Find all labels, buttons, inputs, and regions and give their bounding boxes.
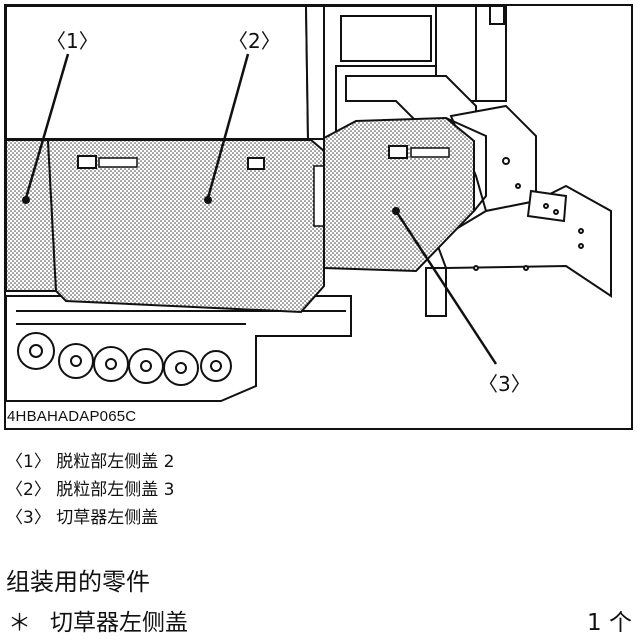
legend-number: 〈2〉	[6, 480, 51, 500]
cutter-mechanism	[425, 104, 612, 317]
asterisk-icon: ＊	[8, 610, 31, 636]
legend-item: 〈3〉 切草器左侧盖	[6, 504, 174, 532]
figure-code: 4HBAHADAP065C	[7, 408, 137, 425]
figure-frame: 〈1〉 〈2〉 〈3〉	[4, 4, 633, 430]
cover-2	[46, 139, 325, 314]
legend-text: 脱粒部左侧盖 2	[56, 452, 175, 472]
assembly-parts-title: 组装用的零件	[6, 568, 150, 596]
callout-1: 〈1〉	[46, 29, 99, 53]
part-name: 切草器左侧盖	[50, 610, 188, 636]
crawler-track	[6, 295, 352, 402]
legend-text: 脱粒部左侧盖 3	[56, 480, 175, 500]
legend-item: 〈1〉 脱粒部左侧盖 2	[6, 448, 174, 476]
cover-3	[323, 116, 487, 273]
legend-text: 切草器左侧盖	[56, 508, 159, 528]
legend-number: 〈1〉	[6, 452, 51, 472]
legend-item: 〈2〉 脱粒部左侧盖 3	[6, 476, 174, 504]
part-quantity: 1 个	[587, 610, 632, 636]
callout-2: 〈2〉	[228, 29, 281, 53]
legend-number: 〈3〉	[6, 508, 51, 528]
leader-dots	[22, 196, 400, 215]
callout-3: 〈3〉	[478, 372, 531, 396]
legend-list: 〈1〉 脱粒部左侧盖 2 〈2〉 脱粒部左侧盖 3 〈3〉 切草器左侧盖	[6, 448, 174, 532]
machine-illustration: 〈1〉 〈2〉 〈3〉	[6, 6, 612, 402]
parts-list-item: ＊ 切草器左侧盖 1 个	[8, 603, 632, 637]
leader-lines	[24, 53, 498, 365]
